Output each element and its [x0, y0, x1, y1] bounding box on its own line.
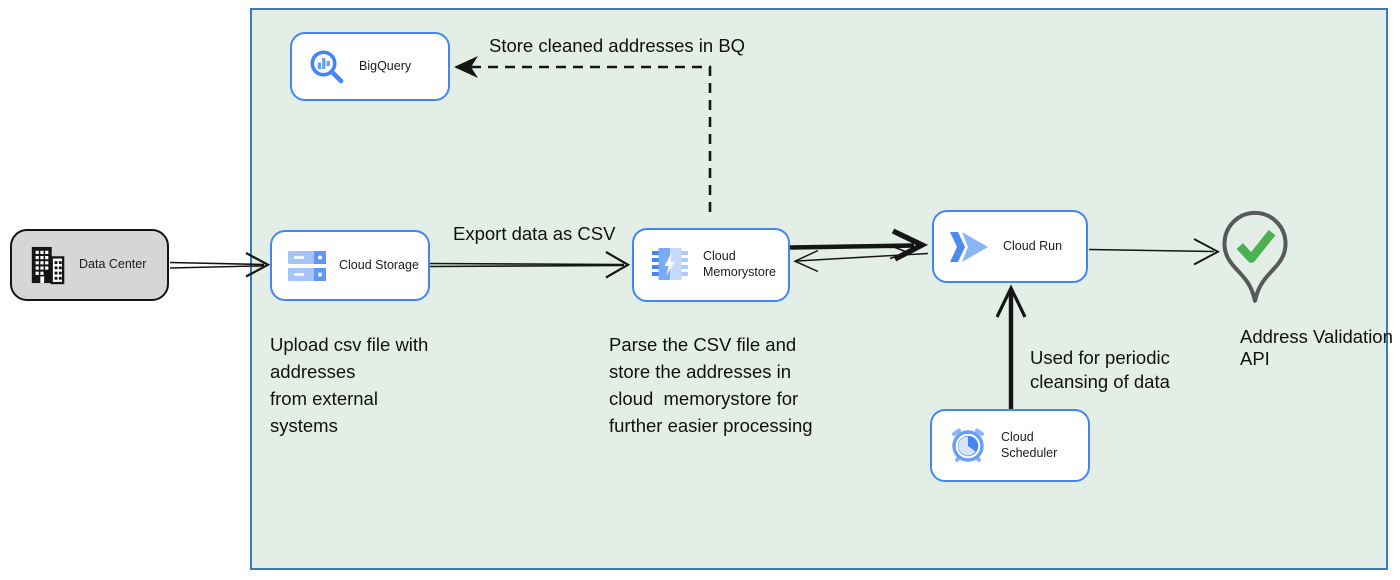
node-label: Cloud Run [1003, 238, 1063, 253]
note-periodic-cleansing: Used for periodic cleansing of data [1030, 347, 1170, 392]
cloud-run-icon [950, 231, 990, 262]
node-data-center: Data Center [10, 229, 169, 301]
node-cloud-memorystore: Cloud Memorystore [632, 228, 790, 302]
node-cloud-run: Cloud Run [932, 210, 1088, 283]
node-label: Cloud Memorystore [703, 249, 776, 279]
edge-label-store-bq: Store cleaned addresses in BQ [489, 35, 746, 56]
memorystore-chip-icon [650, 248, 690, 282]
node-bigquery: BigQuery [290, 32, 450, 101]
alarm-clock-icon [948, 426, 988, 466]
cloud-storage-icon [288, 250, 326, 281]
bigquery-magnifier-icon [308, 48, 346, 86]
note-upload-csv: Upload csv file with addresses from exte… [270, 334, 429, 436]
node-label: Cloud Storage [339, 257, 419, 272]
node-cloud-storage: Cloud Storage [270, 230, 430, 301]
node-label: BigQuery [359, 58, 412, 73]
node-label-address-validation-api: Address Validation API [1240, 326, 1393, 369]
note-parse-csv: Parse the CSV file and store the address… [609, 334, 813, 436]
node-cloud-scheduler: Cloud Scheduler [930, 409, 1090, 482]
edge-label-export-csv: Export data as CSV [453, 223, 616, 244]
system-boundary-container [250, 8, 1388, 570]
node-label: Data Center [79, 257, 147, 272]
location-pin-check-icon [1220, 209, 1290, 315]
node-label: Cloud Scheduler [1001, 429, 1058, 460]
building-icon [28, 245, 66, 285]
